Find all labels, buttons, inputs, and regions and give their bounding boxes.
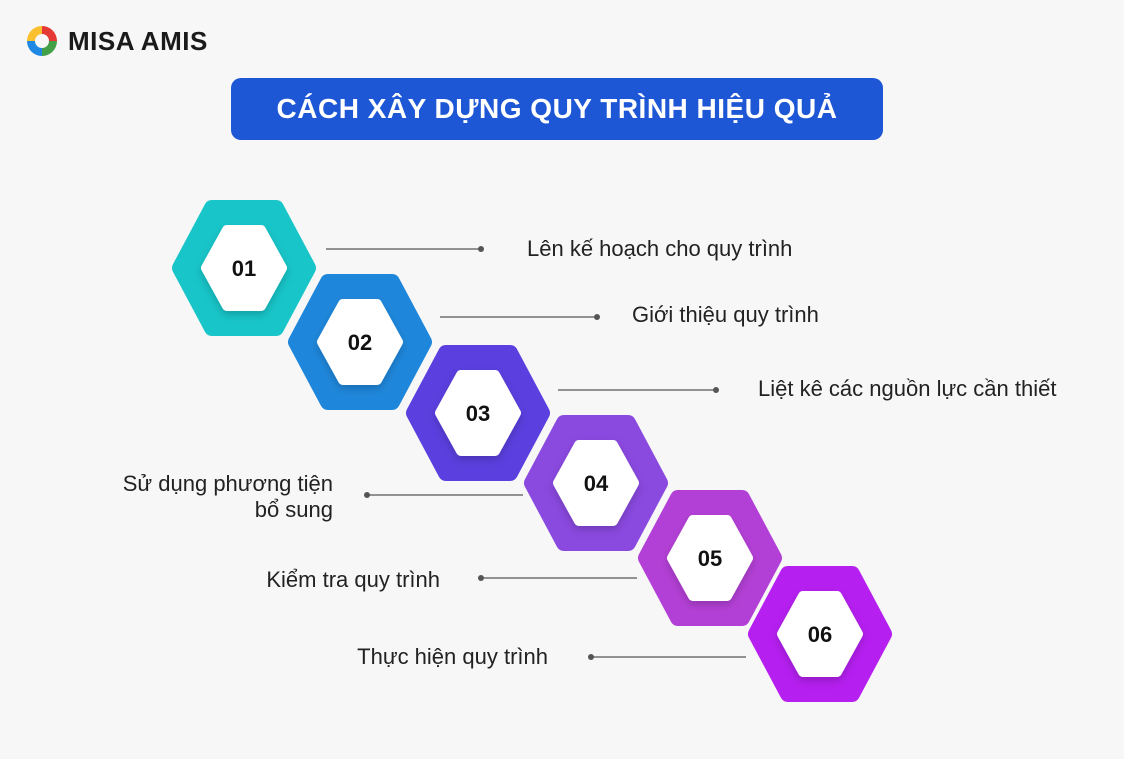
step-label-04-line2: bổ sung	[254, 497, 333, 522]
brand-logo: MISA AMIS	[24, 22, 208, 60]
step-number-06: 06	[808, 622, 832, 647]
step-number-03: 03	[466, 401, 490, 426]
brand-logo-text: MISA AMIS	[68, 25, 208, 56]
step-label-03: Liệt kê các nguồn lực cần thiết	[758, 376, 1057, 401]
connector-line-06	[588, 654, 746, 660]
step-number-04: 04	[584, 471, 609, 496]
connector-line-01	[326, 246, 484, 252]
step-hexagon-03	[406, 345, 550, 481]
misa-amis-logo-icon	[27, 26, 57, 56]
step-label-05: Kiểm tra quy trình	[266, 567, 440, 592]
title-banner: CÁCH XÂY DỰNG QUY TRÌNH HIỆU QUẢ	[231, 78, 883, 140]
step-hexagon-02	[288, 274, 432, 410]
step-number-05: 05	[698, 546, 722, 571]
connector-line-05	[478, 575, 637, 581]
step-label-04: Sử dụng phương tiện bổ sung	[123, 471, 333, 523]
step-number-01: 01	[232, 256, 256, 281]
step-hexagon-05	[638, 490, 782, 626]
step-hexagon-01	[172, 200, 316, 336]
step-label-01: Lên kế hoạch cho quy trình	[527, 236, 793, 261]
step-hexagon-06	[748, 566, 892, 702]
page-title: CÁCH XÂY DỰNG QUY TRÌNH HIỆU QUẢ	[276, 93, 838, 124]
connector-line-02	[440, 314, 600, 320]
step-hexagon-04	[524, 415, 668, 551]
step-label-04-line1: Sử dụng phương tiện	[122, 471, 333, 496]
connector-line-04	[364, 492, 523, 498]
step-label-02: Giới thiệu quy trình	[632, 302, 819, 327]
step-number-02: 02	[348, 330, 372, 355]
connector-line-03	[558, 387, 719, 393]
step-label-06: Thực hiện quy trình	[357, 644, 548, 669]
